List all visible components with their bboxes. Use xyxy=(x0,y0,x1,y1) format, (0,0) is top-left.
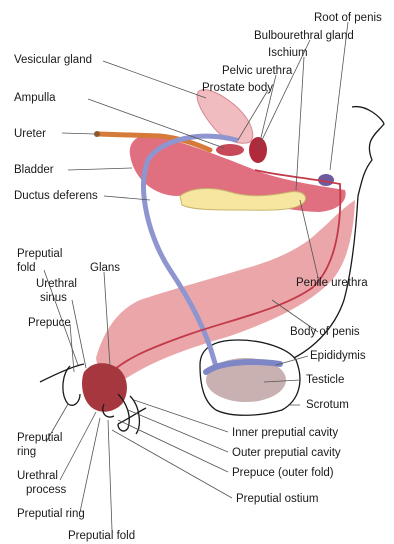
label-preputial-ostium: Preputial ostium xyxy=(236,493,318,505)
label-preputial-ring-left-2: ring xyxy=(17,446,36,458)
label-ductus-deferens: Ductus deferens xyxy=(14,190,98,202)
label-root-of-penis: Root of penis xyxy=(314,12,382,24)
label-body-of-penis: Body of penis xyxy=(290,326,360,338)
label-ureter: Ureter xyxy=(14,128,46,140)
label-ampulla: Ampulla xyxy=(14,92,56,104)
label-epididymis: Epididymis xyxy=(310,350,366,362)
label-preputial-fold-upper-1: Preputial xyxy=(17,248,62,260)
label-urethral-sinus-2: sinus xyxy=(40,292,67,304)
label-prepuce-outer-fold: Prepuce (outer fold) xyxy=(232,467,334,479)
label-pelvic-urethra: Pelvic urethra xyxy=(222,65,293,77)
label-urethral-sinus-1: Urethral xyxy=(36,278,77,290)
label-preputial-ring-bottom: Preputial ring xyxy=(17,508,85,520)
label-prostate-body: Prostate body xyxy=(202,82,273,94)
ampulla-shape xyxy=(216,144,244,156)
label-preputial-fold-bottom: Preputial fold xyxy=(68,530,135,542)
label-testicle: Testicle xyxy=(306,374,344,386)
label-preputial-ring-left-1: Preputial xyxy=(17,432,62,444)
label-outer-preputial-cavity: Outer preputial cavity xyxy=(232,447,341,459)
label-prepuce: Prepuce xyxy=(28,317,71,329)
label-urethral-process-1: Urethral xyxy=(17,470,58,482)
label-inner-preputial-cavity: Inner preputial cavity xyxy=(232,427,338,439)
label-ischium: Ischium xyxy=(268,47,308,59)
label-urethral-process-2: process xyxy=(26,484,67,496)
label-glans: Glans xyxy=(90,262,120,274)
label-penile-urethra: Penile urethra xyxy=(296,277,368,289)
label-vesicular-gland: Vesicular gland xyxy=(14,54,92,66)
label-bladder: Bladder xyxy=(14,164,54,176)
label-scrotum: Scrotum xyxy=(306,399,349,411)
label-preputial-fold-upper-2: fold xyxy=(17,262,36,274)
label-bulbourethral-gland: Bulbourethral gland xyxy=(254,30,354,42)
